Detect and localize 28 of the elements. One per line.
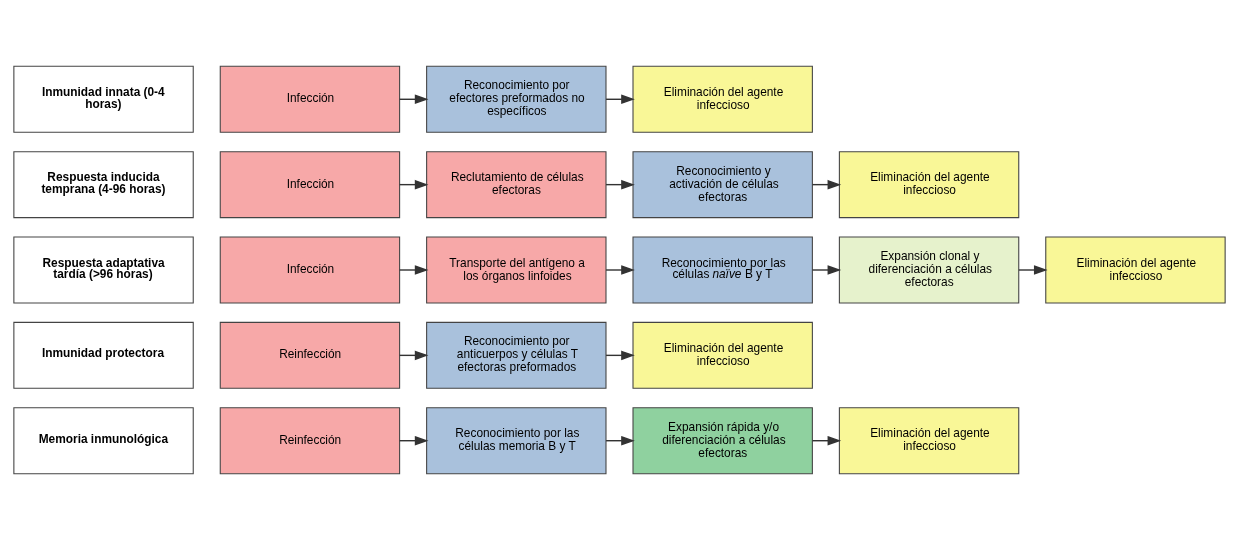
node-box: Respuesta adaptativa tardía (>96 horas) xyxy=(12,236,194,304)
node-box: Expansión rápida y/o diferenciación a células efectoras xyxy=(631,407,813,475)
node-box: Reclutamiento de células efectoras xyxy=(425,151,607,219)
node-box: Respuesta inducida temprana (4-96 horas) xyxy=(12,151,194,219)
node-box: Reinfección xyxy=(219,407,400,475)
arrow xyxy=(604,265,635,275)
node-box: Infección xyxy=(219,151,400,219)
node-box: Inmunidad protectora xyxy=(12,321,194,389)
node-box: Reconocimiento por las células naïve B y T xyxy=(631,236,813,304)
node-box: Reconocimiento y activación de células efectoras xyxy=(631,151,813,219)
arrow xyxy=(398,265,428,275)
node-box: Transporte del antígeno a los órganos linfoides xyxy=(425,236,607,304)
node-box: Eliminación del agente infeccioso xyxy=(838,407,1019,475)
node-box: Reconocimiento por las células memoria B y T xyxy=(425,407,607,475)
arrow xyxy=(811,265,841,275)
node-box: Infección xyxy=(219,65,400,133)
node-box: Memoria inmunológica xyxy=(12,407,194,475)
node-box: Reconocimiento por anticuerpos y células T efectoras preformados xyxy=(425,321,607,389)
node-box: Eliminación del agente infeccioso xyxy=(838,151,1019,219)
arrow xyxy=(1017,265,1048,275)
node-box: Eliminación del agente infeccioso xyxy=(631,321,813,389)
node-box: Inmunidad innata (0-4 horas) xyxy=(12,65,194,133)
node-box: Eliminación del agente infeccioso xyxy=(1044,236,1226,304)
node-box: Reconocimiento por efectores preformados no específicos xyxy=(425,65,607,133)
node-box: Eliminación del agente infeccioso xyxy=(631,65,813,133)
node-box: Reinfección xyxy=(219,321,400,389)
node-box: Expansión clonal y diferenciación a células efectoras xyxy=(838,236,1019,304)
node-box: Infección xyxy=(219,236,400,304)
